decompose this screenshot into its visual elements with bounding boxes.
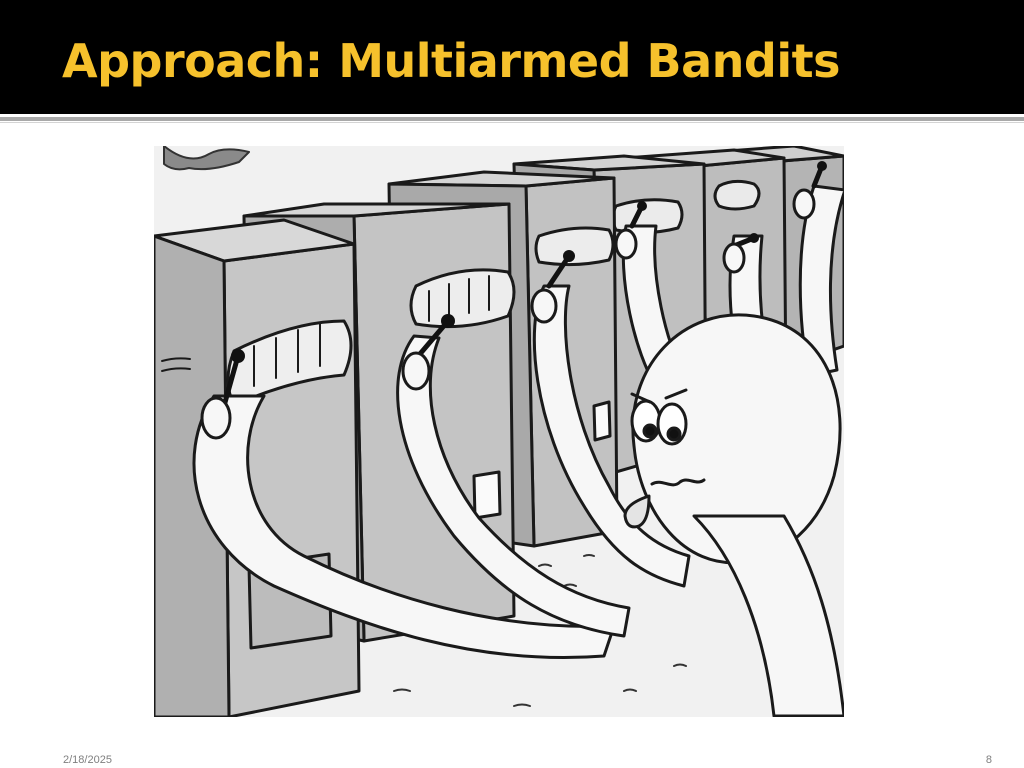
- octopus-face: [623, 388, 706, 529]
- suction-cups: [200, 188, 816, 440]
- octopus-slot-machines-illustration: [154, 146, 844, 717]
- slide-title: Approach: Multiarmed Bandits: [62, 34, 840, 88]
- slide-page-number: 8: [985, 754, 992, 766]
- title-divider: [0, 117, 1024, 121]
- title-bar: Approach: Multiarmed Bandits: [0, 0, 1024, 114]
- octopus-body: [631, 313, 844, 717]
- slide-date: 2/18/2025: [63, 754, 112, 766]
- lever-knobs: [231, 161, 827, 363]
- slot-machine-1: [154, 218, 361, 717]
- fish-shape: [163, 146, 250, 171]
- title-divider-thin: [0, 122, 1024, 123]
